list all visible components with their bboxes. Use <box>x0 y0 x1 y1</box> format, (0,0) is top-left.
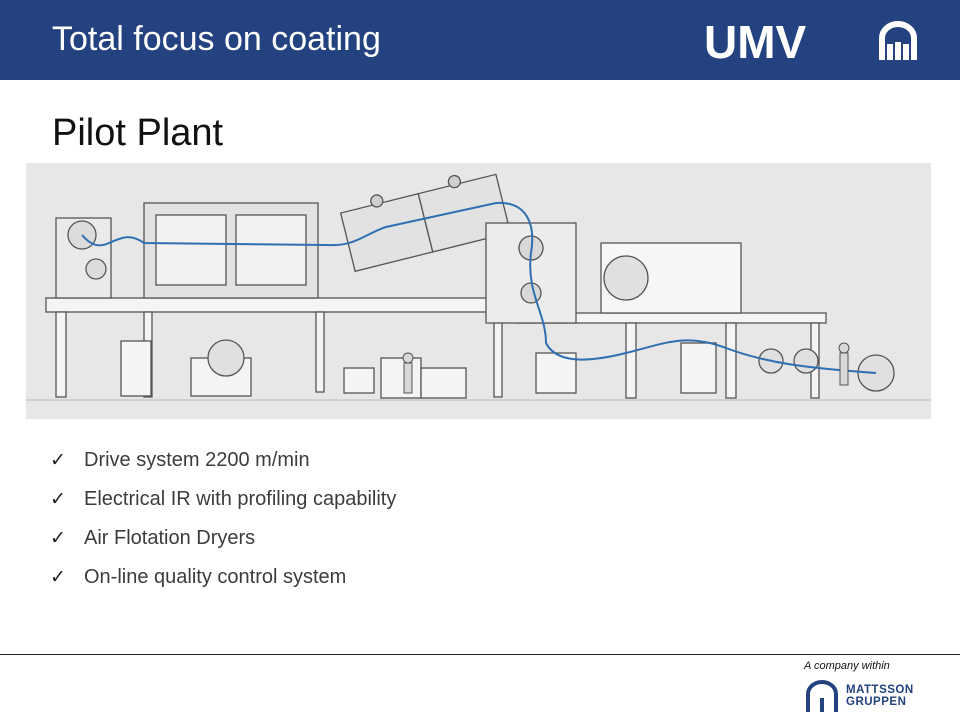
list-item: ✓ On-line quality control system <box>50 558 396 597</box>
footer-divider <box>0 654 960 655</box>
main-beam <box>45 297 517 313</box>
list-item-text: Drive system 2200 m/min <box>84 449 310 471</box>
mattsson-gruppen-text: MATTSSON GRUPPEN <box>846 684 914 708</box>
list-item: ✓ Electrical IR with profiling capabilit… <box>50 480 396 519</box>
list-item-text: Air Flotation Dryers <box>84 527 256 549</box>
umv-logo: UMV <box>704 16 917 68</box>
umv-logo-mark <box>879 21 917 60</box>
pilot-plant-figure <box>26 163 931 419</box>
list-item-text: Electrical IR with profiling capability <box>84 488 397 510</box>
list-item-text: On-line quality control system <box>84 566 347 588</box>
check-icon: ✓ <box>50 450 66 471</box>
web-path <box>81 201 877 374</box>
ir-dryer-1 <box>339 192 434 273</box>
header-title: Total focus on coating <box>52 20 381 58</box>
page-title: Pilot Plant <box>52 112 224 154</box>
company-within-label: A company within <box>804 660 890 672</box>
pilot-plant-machine-diagram <box>26 173 931 401</box>
header-bar: Total focus on coating UMV <box>0 0 960 80</box>
list-item: ✓ Air Flotation Dryers <box>50 519 396 558</box>
mattsson-logo-mark <box>806 680 838 712</box>
group-line-1: MATTSSON <box>846 684 914 696</box>
mattsson-gruppen-logo <box>806 680 838 712</box>
check-icon: ✓ <box>50 528 66 549</box>
check-icon: ✓ <box>50 489 66 510</box>
umv-logo-text: UMV <box>704 16 807 68</box>
feature-list: ✓ Drive system 2200 m/min ✓ Electrical I… <box>50 441 396 597</box>
group-line-2: GRUPPEN <box>846 696 907 708</box>
check-icon: ✓ <box>50 567 66 588</box>
list-item: ✓ Drive system 2200 m/min <box>50 441 396 480</box>
